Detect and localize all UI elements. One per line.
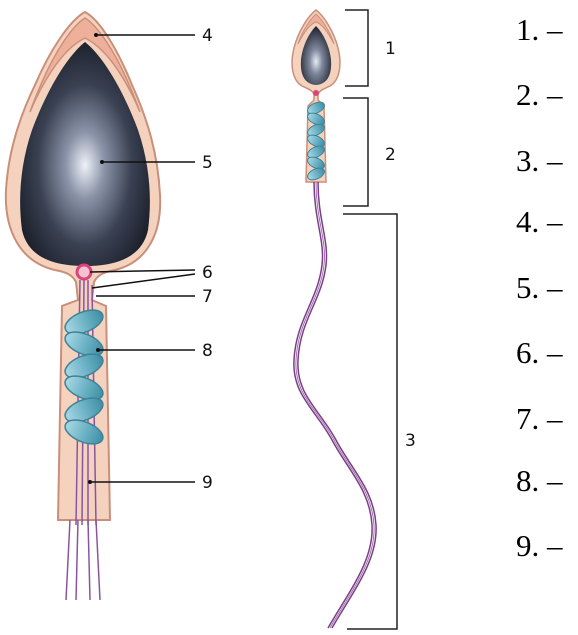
bracket-label-3: 3 xyxy=(405,431,416,451)
tail-base xyxy=(66,520,100,600)
bracket-label-1: 1 xyxy=(385,39,396,59)
brackets xyxy=(343,10,397,629)
answer-item-1: 1. – xyxy=(516,14,563,45)
whole-sperm xyxy=(292,10,376,628)
callout-6: 6 xyxy=(202,263,213,283)
bracket-tail xyxy=(343,214,397,629)
callout-5: 5 xyxy=(202,153,213,173)
answer-item-4: 4. – xyxy=(516,206,563,237)
callout-7: 7 xyxy=(202,287,213,307)
small-centriole xyxy=(313,90,319,96)
bracket-label-2: 2 xyxy=(385,145,396,165)
answer-item-3: 3. – xyxy=(516,145,563,176)
answer-item-9: 9. – xyxy=(516,530,563,561)
bracket-head xyxy=(345,10,368,86)
large-sperm-detail xyxy=(6,12,160,600)
answer-item-8: 8. – xyxy=(516,465,563,496)
callout-4: 4 xyxy=(202,26,213,46)
flagellum xyxy=(294,182,376,628)
answer-item-5: 5. – xyxy=(516,272,563,303)
answer-item-2: 2. – xyxy=(516,79,563,110)
bracket-midpiece xyxy=(343,98,368,206)
answer-item-7: 7. – xyxy=(516,403,563,434)
answer-item-6: 6. – xyxy=(516,337,563,368)
centriole-ring xyxy=(77,265,91,279)
callout-9: 9 xyxy=(202,473,213,493)
callout-8: 8 xyxy=(202,341,213,361)
